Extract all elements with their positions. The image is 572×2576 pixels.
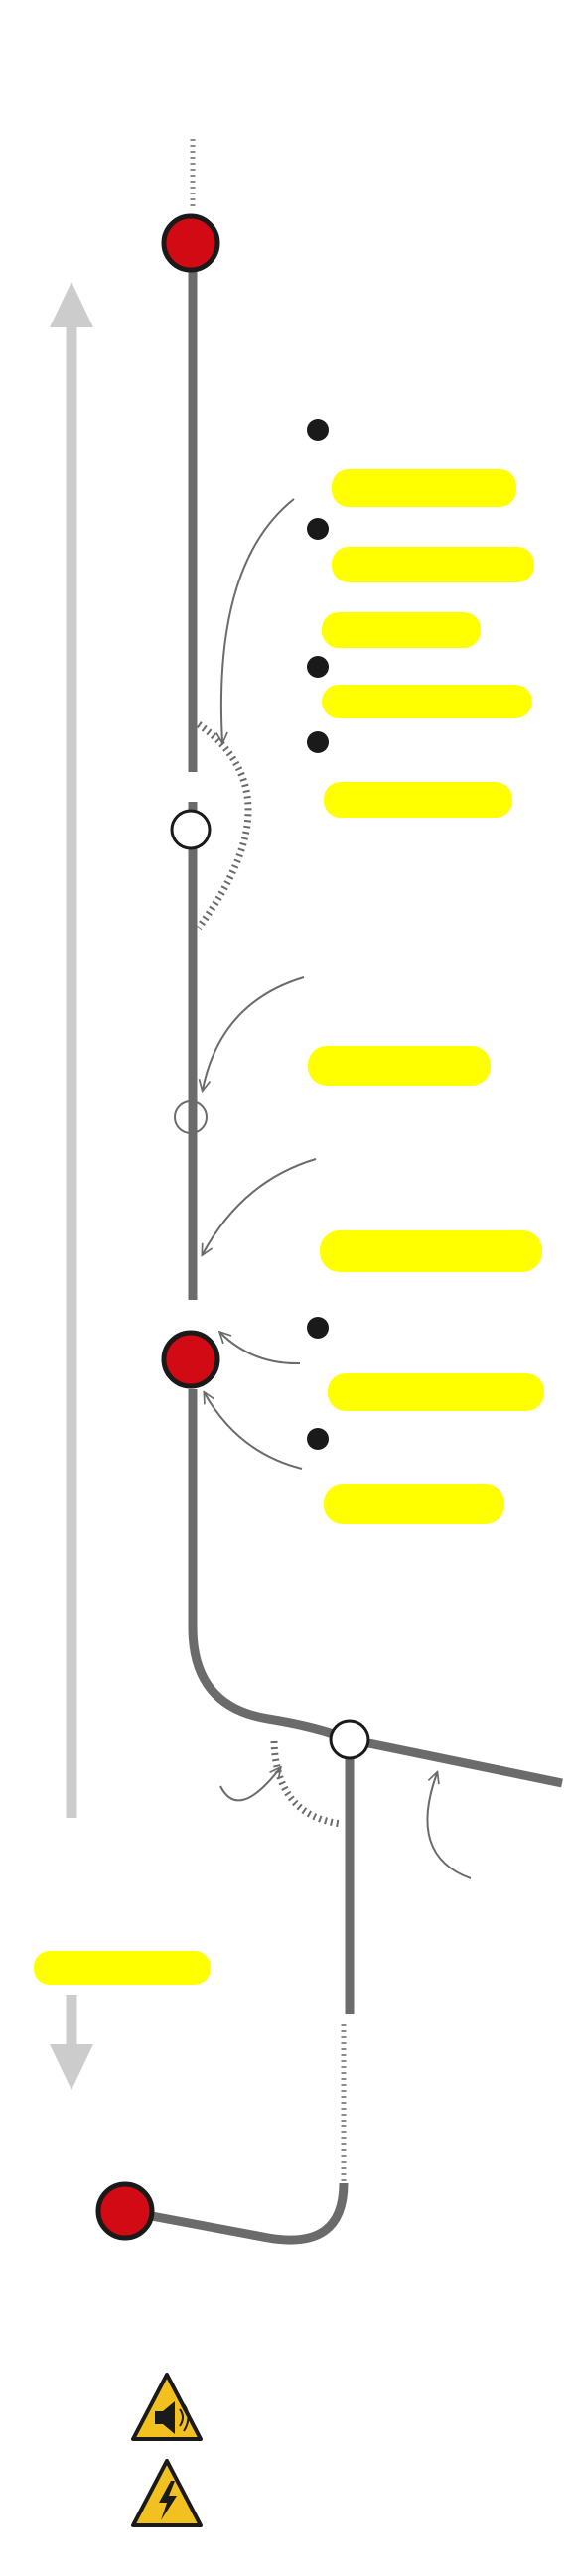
station-major-1 (161, 213, 220, 273)
bullet (307, 518, 329, 540)
lower-branch-track (124, 1739, 355, 2245)
bullet (307, 731, 329, 753)
bullet (307, 656, 329, 678)
redacted-label (328, 1373, 544, 1411)
station-minor-hollow-3 (174, 1100, 208, 1134)
station-minor-2 (170, 809, 212, 850)
station-junction-5 (329, 1719, 370, 1760)
redacted-labels (34, 469, 544, 1985)
bullet (307, 1317, 329, 1339)
connector-arrow-1 (221, 498, 295, 742)
connector-arrow-2 (203, 976, 305, 1090)
bullet (307, 419, 329, 441)
station-major-4 (161, 1330, 220, 1389)
high-voltage-warning-icon (131, 2459, 203, 2527)
connector-arrow-5 (205, 1393, 303, 1470)
redacted-label (308, 1046, 491, 1086)
connector-arrows (203, 498, 472, 1879)
connector-arrow-6 (219, 1768, 280, 1802)
station-major-6 (95, 2181, 155, 2241)
direction-arrow (50, 282, 93, 2090)
redacted-label (332, 469, 516, 507)
bullets (307, 419, 329, 1450)
redacted-label (324, 1484, 504, 1524)
redacted-label (322, 612, 481, 648)
junction-dashed-arc (270, 1740, 343, 1828)
redacted-label (320, 1230, 542, 1272)
connector-arrow-3 (203, 1158, 317, 1254)
connector-arrow-7 (426, 1773, 472, 1879)
bullet (307, 1428, 329, 1450)
bypass-curve (196, 721, 252, 931)
loudspeaker-warning-icon (131, 2373, 203, 2441)
redacted-label (324, 782, 512, 818)
redacted-label (322, 685, 532, 718)
connector-arrow-4 (220, 1333, 301, 1365)
redacted-label (34, 1951, 211, 1985)
main-track (188, 139, 563, 1788)
stations (95, 213, 370, 2241)
redacted-label (332, 547, 534, 582)
